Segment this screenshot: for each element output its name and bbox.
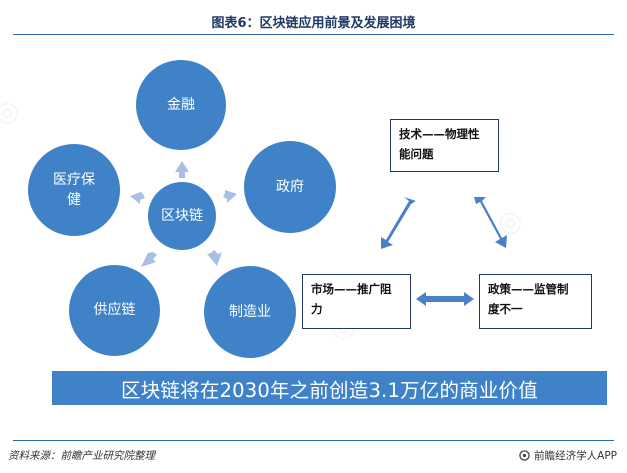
node-government: 政府 bbox=[244, 141, 336, 233]
challenge-tech-box: 技术——物理性 能问题 bbox=[390, 119, 499, 172]
market-policy-double-arrow bbox=[416, 292, 474, 306]
value-banner: 区块链将在2030年之前创造3.1万亿的商业价值 bbox=[52, 371, 607, 405]
brand-credit: 前瞻经济学人APP bbox=[519, 448, 617, 463]
node-manufacturing: 制造业 bbox=[204, 266, 296, 358]
arrow-to-top-node bbox=[175, 161, 189, 178]
tech-market-double-arrow bbox=[381, 197, 416, 249]
title-divider bbox=[13, 34, 614, 35]
page-title: 图表6：区块链应用前景及发展困境 bbox=[211, 16, 416, 31]
tech-policy-double-arrow bbox=[474, 197, 507, 248]
node-blockchain-center: 区块链 bbox=[148, 182, 216, 250]
source-note: 资料来源：前瞻产业研究院整理 bbox=[8, 450, 155, 462]
challenge-market-box: 市场——推广阻 力 bbox=[302, 274, 411, 329]
arrow-to-right-node bbox=[223, 190, 237, 203]
arrow-to-bottom-right-node bbox=[207, 250, 222, 266]
node-finance: 金融 bbox=[136, 60, 226, 150]
brand-logo-icon bbox=[519, 450, 530, 461]
node-supply-chain: 供应链 bbox=[69, 265, 160, 356]
node-healthcare: 医疗保健 bbox=[28, 144, 120, 236]
challenge-policy-box: 政策——监管制 度不一 bbox=[479, 274, 592, 329]
footer-divider bbox=[13, 440, 614, 441]
arrow-to-left-node bbox=[130, 192, 145, 204]
arrow-to-bottom-left-node bbox=[141, 252, 157, 267]
